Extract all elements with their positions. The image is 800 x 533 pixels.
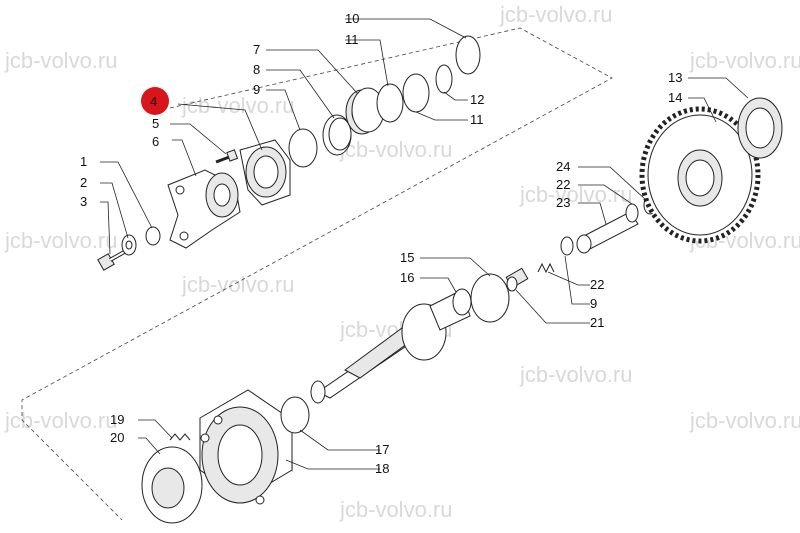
callout-label: 4 (150, 94, 157, 109)
watermark: jcb-volvo.ru (689, 408, 800, 433)
callout-label: 3 (80, 194, 87, 209)
o-ring-part (625, 203, 639, 223)
callout-label: 5 (152, 116, 159, 131)
callout-label: 23 (556, 195, 570, 210)
callout-label: 20 (110, 430, 124, 445)
watermark: jcb-volvo.ru (519, 182, 632, 207)
circlip-part (435, 64, 453, 94)
callout-label: 19 (110, 412, 124, 427)
callout-label: 6 (152, 134, 159, 149)
callout-label: 2 (80, 175, 87, 190)
o-ring-part (470, 273, 510, 323)
callout-label: 10 (345, 11, 359, 26)
coupling-hub-part (199, 389, 293, 505)
o-ring-part (288, 128, 318, 168)
callout-label: 9 (590, 296, 597, 311)
callout-label: 7 (253, 42, 260, 57)
bearing-part (737, 97, 783, 159)
pin-part (576, 211, 639, 254)
callout-label: 11 (470, 112, 484, 127)
main-shaft-part (310, 288, 472, 404)
watermark: jcb-volvo.ru (4, 228, 117, 253)
callout-label: 17 (375, 442, 389, 457)
watermark: jcb-volvo.ru (689, 48, 800, 73)
assembly-boundary (21, 27, 613, 521)
leader-lines (100, 18, 749, 470)
callout-label: 8 (253, 62, 260, 77)
callout-label: 1 (80, 154, 87, 169)
watermark: jcb-volvo.ru (519, 362, 632, 387)
callout-label: 13 (668, 70, 682, 85)
watermark: jcb-volvo.ru (4, 48, 117, 73)
watermark: jcb-volvo.ru (499, 2, 612, 27)
watermark: jcb-volvo.ru (339, 137, 452, 162)
callout-label: 21 (590, 315, 604, 330)
highlight-marker (141, 87, 169, 115)
watermark: jcb-volvo.ru (181, 93, 294, 118)
seal-carrier-part (239, 139, 291, 206)
callout-label: 22 (556, 177, 570, 192)
o-ring-part (145, 226, 161, 246)
callout-label: 24 (556, 159, 570, 174)
disc-part (141, 446, 203, 524)
callout-label: 16 (400, 270, 414, 285)
callout-label: 12 (470, 92, 484, 107)
watermark: jcb-volvo.ru (4, 408, 117, 433)
watermark: jcb-volvo.ru (181, 272, 294, 297)
o-ring-part (328, 117, 352, 151)
snap-ring-part (455, 35, 481, 75)
screw-part (215, 149, 239, 164)
callout-label: 22 (590, 277, 604, 292)
spring-part (537, 262, 555, 274)
spring-part (169, 433, 191, 441)
o-ring-part (280, 396, 310, 434)
bearing-part (345, 87, 385, 135)
callout-label: 9 (253, 82, 260, 97)
callout-label: 11 (345, 32, 359, 47)
o-ring-part (560, 236, 574, 256)
callout-labels: 1 2 3 4 5 6 7 8 9 10 11 11 12 13 14 15 1… (80, 11, 682, 476)
callout-label: 14 (668, 90, 682, 105)
watermark: jcb-volvo.ru (339, 497, 452, 522)
valve-part (505, 267, 529, 292)
shim-part (402, 73, 430, 113)
yoke-flange-part (167, 169, 241, 249)
shim-part (376, 83, 404, 123)
washer-part (121, 234, 137, 256)
callout-label: 15 (400, 250, 414, 265)
gear-part (639, 106, 761, 244)
callout-label: 18 (375, 461, 389, 476)
